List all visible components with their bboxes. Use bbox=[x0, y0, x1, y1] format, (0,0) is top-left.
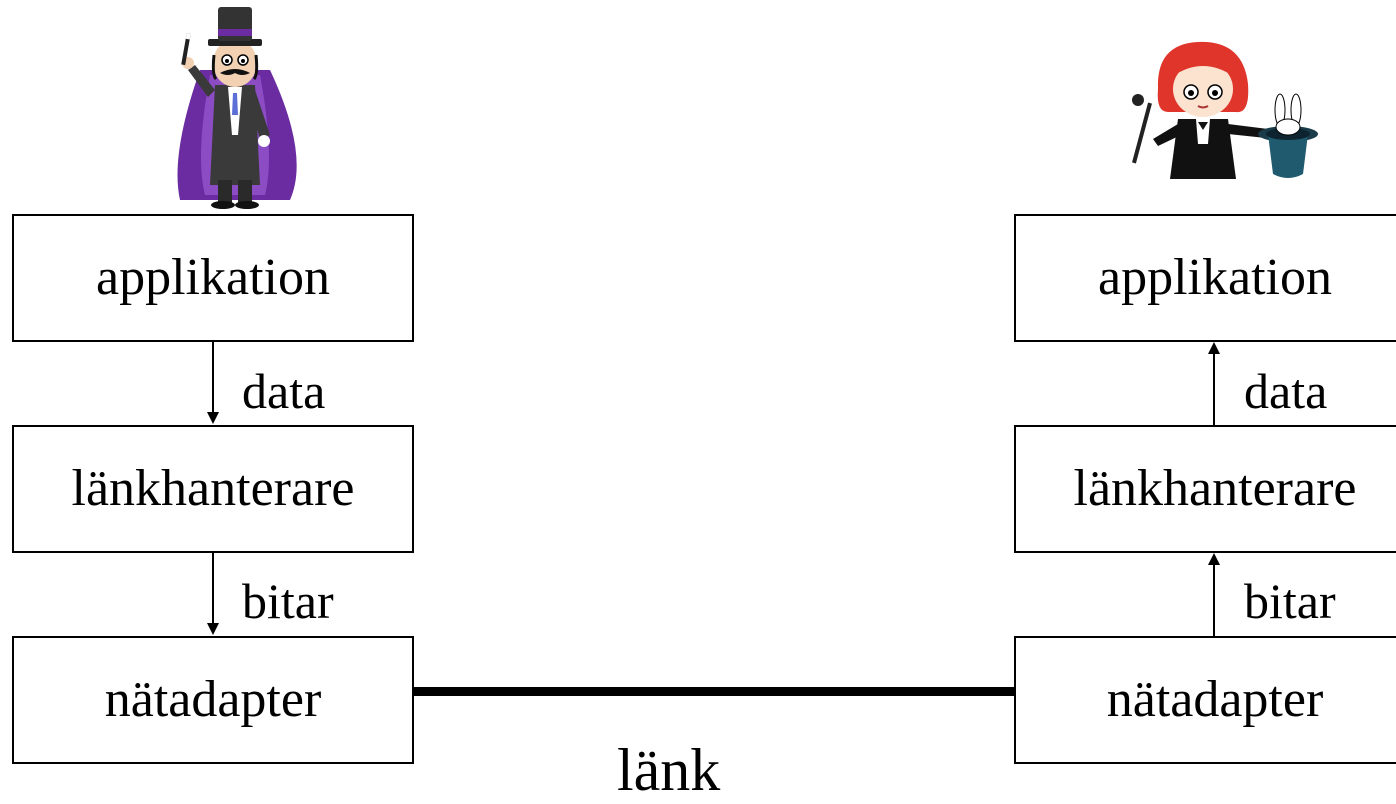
left-network-adapter-box: nätadapter bbox=[12, 636, 414, 764]
female-magician-icon bbox=[1132, 41, 1318, 179]
right-application-label: applikation bbox=[1098, 249, 1332, 306]
left-application-label: applikation bbox=[96, 249, 330, 306]
left-lower-arrow-shaft bbox=[212, 553, 214, 625]
left-upper-arrow-shaft bbox=[212, 342, 214, 414]
left-lower-arrow-head-icon bbox=[207, 623, 219, 635]
left-link-manager-label: länkhanterare bbox=[71, 460, 355, 517]
right-lower-arrow-head-icon bbox=[1208, 553, 1220, 565]
left-application-box: applikation bbox=[12, 214, 414, 342]
left-upper-arrow-head-icon bbox=[207, 412, 219, 424]
right-application-box: applikation bbox=[1014, 214, 1396, 342]
male-magician-icon bbox=[177, 7, 297, 209]
right-upper-arrow-shaft bbox=[1213, 352, 1215, 425]
left-link-manager-box: länkhanterare bbox=[12, 425, 414, 553]
right-bits-label: bitar bbox=[1244, 573, 1336, 629]
right-network-adapter-box: nätadapter bbox=[1014, 636, 1396, 764]
right-lower-arrow-shaft bbox=[1213, 563, 1215, 636]
right-network-adapter-label: nätadapter bbox=[1106, 671, 1324, 728]
left-bits-label: bitar bbox=[242, 573, 334, 629]
right-link-manager-label: länkhanterare bbox=[1073, 460, 1357, 517]
right-upper-arrow-head-icon bbox=[1208, 342, 1220, 354]
right-data-label: data bbox=[1244, 363, 1328, 419]
link-label: länk bbox=[617, 737, 721, 803]
left-data-label: data bbox=[242, 363, 326, 419]
right-link-manager-box: länkhanterare bbox=[1014, 425, 1396, 553]
left-network-adapter-label: nätadapter bbox=[104, 671, 322, 728]
link-line bbox=[414, 687, 1014, 696]
